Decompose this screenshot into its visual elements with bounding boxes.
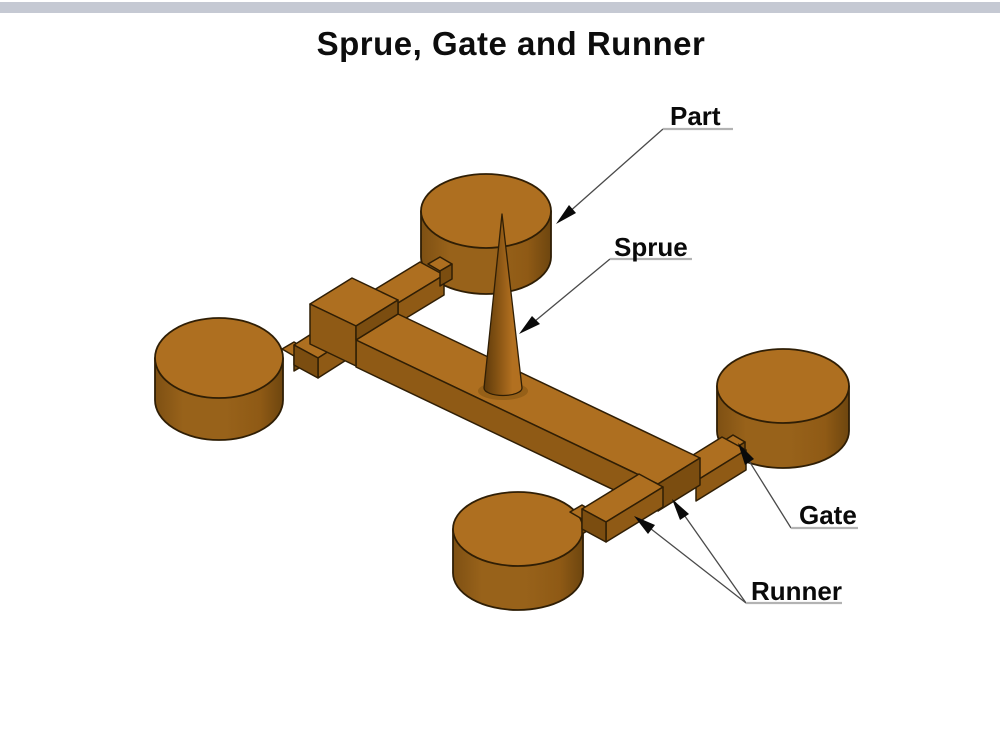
leader-line	[558, 128, 664, 222]
runner-arm-bottom	[581, 473, 664, 543]
part-cylinder-left	[154, 317, 284, 441]
annotation-sprue: Sprue	[519, 232, 692, 334]
arrowhead-icon	[556, 205, 576, 224]
gate-neck-top	[427, 256, 453, 287]
arrowhead-icon	[634, 516, 655, 534]
sprue-label: Sprue	[614, 232, 688, 262]
annotation-part: Part	[556, 101, 733, 224]
leader-line	[674, 501, 747, 604]
page-title: Sprue, Gate and Runner	[316, 25, 706, 62]
part-cylinder-bottom	[452, 491, 584, 611]
runner-junction-pad	[309, 277, 399, 367]
runner-label: Runner	[751, 576, 842, 606]
annotation-gate: Gate	[738, 443, 858, 530]
annotation-runner: Runner	[634, 499, 842, 606]
leader-line	[636, 517, 747, 604]
sprue-cone	[478, 213, 528, 400]
part-label: Part	[670, 101, 721, 131]
arrowhead-icon	[519, 316, 540, 334]
arrowhead-icon	[672, 499, 689, 520]
part-cylinder-right	[716, 348, 850, 469]
leader-line	[522, 258, 611, 332]
window-top-bar	[0, 2, 1000, 13]
arrowhead-icon	[738, 443, 754, 465]
gate-label: Gate	[799, 500, 857, 530]
